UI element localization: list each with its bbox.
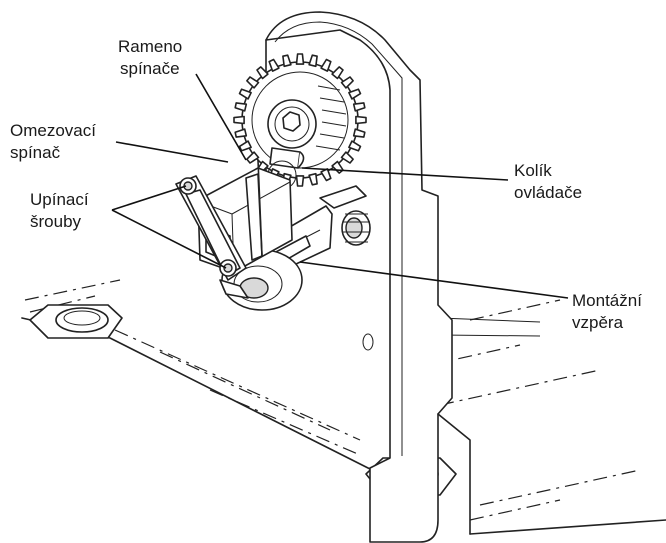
leader-rameno [195, 73, 247, 161]
gear-tooth [308, 54, 318, 68]
upright-bracket [265, 11, 471, 543]
gear-tooth [246, 76, 260, 89]
adjustment-knob [341, 210, 371, 246]
gear-tooth [295, 175, 305, 187]
label-montazni-vzpera: Montážní vzpěra [572, 291, 647, 332]
gear-tooth [295, 53, 305, 65]
gear-tooth [234, 128, 248, 138]
gear-tooth [238, 88, 252, 100]
label-upinaci-srouby: Upínací šrouby [30, 190, 93, 231]
gear-tooth [256, 66, 269, 80]
gear-tooth [268, 58, 280, 72]
gear-tooth [320, 168, 332, 182]
drive-gear [233, 53, 367, 187]
gear-tooth [352, 128, 366, 138]
leader-lines [111, 73, 569, 299]
leader-upinaci-1 [111, 185, 187, 211]
gear-tooth [355, 115, 367, 125]
gear-tooth [348, 140, 362, 152]
gear-tooth [340, 151, 354, 164]
base-bolt-left [29, 304, 123, 339]
gear-tooth [233, 115, 245, 125]
gear-tooth [234, 102, 248, 112]
leader-montazni [299, 261, 569, 299]
leader-omezovaci [115, 141, 229, 163]
gear-tooth [282, 54, 292, 68]
gear-tooth [320, 58, 332, 72]
leader-upinaci-2 [111, 209, 227, 269]
gear-tooth [348, 88, 362, 100]
gear-tooth [352, 102, 366, 112]
label-omezovaci-spinac: Omezovací spínač [10, 121, 101, 162]
gear-tooth [340, 76, 354, 89]
label-kolik-ovladace: Kolík ovládače [514, 161, 582, 202]
label-rameno-spinace: Rameno spínače [118, 37, 187, 78]
leader-kolik [301, 167, 509, 181]
gear-tooth [246, 151, 260, 164]
clamp-plate [175, 175, 249, 299]
switch-arm [245, 159, 263, 261]
gear-tooth [238, 140, 252, 152]
gear-tooth [308, 172, 318, 186]
gear-tooth [331, 66, 344, 80]
